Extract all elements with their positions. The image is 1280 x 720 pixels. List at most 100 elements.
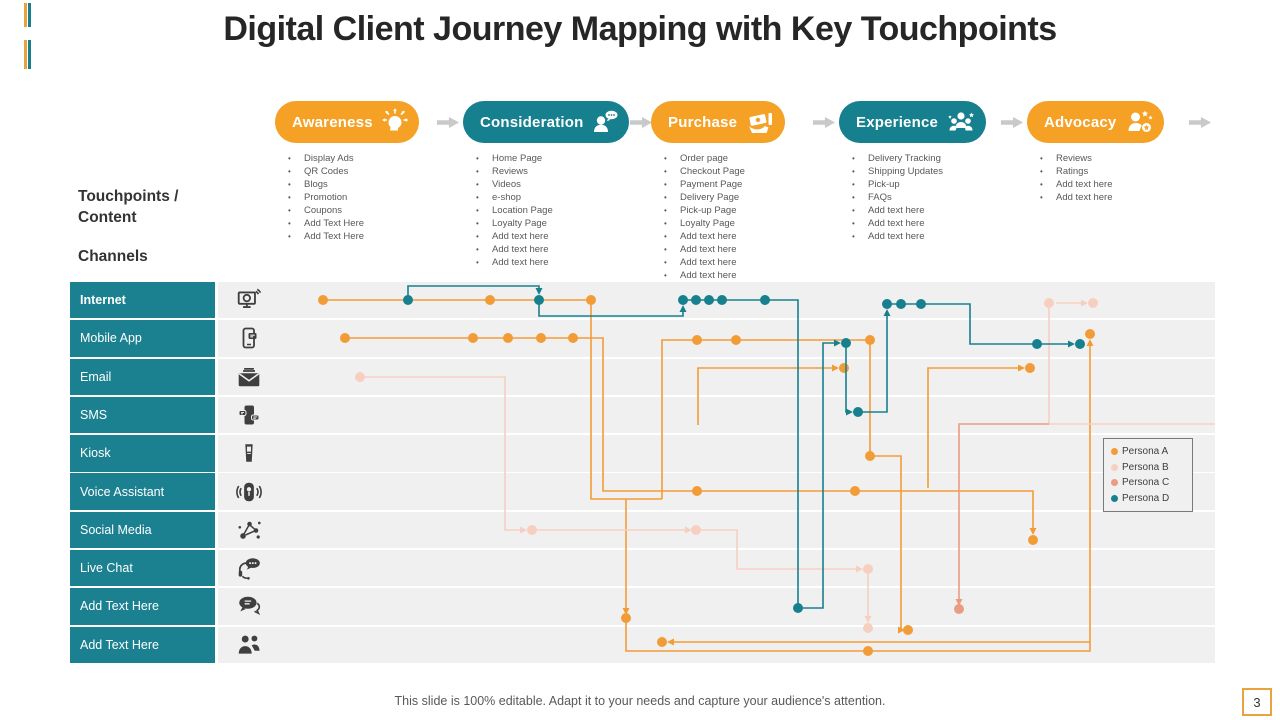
legend-item: Persona B [1111, 460, 1185, 476]
channel-gap [215, 626, 218, 663]
channels-label: Channels [78, 248, 148, 265]
touchpoint-item: •e-shop [476, 192, 522, 203]
journey-stage: Consideration •Home Page•Reviews•Videos•… [463, 101, 653, 282]
channel-band [218, 282, 1215, 319]
purchase-payment-icon [744, 107, 776, 137]
touchpoint-item: •Location Page [476, 205, 553, 216]
flow-arrow-icon [1000, 115, 1024, 130]
channel-band [218, 358, 1215, 395]
touchpoint-item: •Videos [476, 179, 521, 190]
channel-table: Internet Mobile App Email SMS Kiosk [70, 282, 1215, 663]
stage-pill-purchase: Purchase [651, 101, 786, 143]
stage-pill-label: Experience [856, 113, 939, 131]
stage-pill-label: Awareness [292, 113, 373, 131]
channel-band [218, 473, 1215, 510]
touchpoint-item: •Add text here [476, 231, 549, 242]
channel-gap [215, 358, 218, 395]
stage-pill-advocacy: Advocacy [1027, 101, 1165, 143]
touchpoint-item: •Payment Page [664, 179, 743, 190]
touchpoint-item: •Add text here [664, 244, 737, 255]
social-media-icon [218, 517, 280, 543]
touchpoint-item: •Delivery Tracking [852, 153, 941, 164]
touchpoint-item: •Loyalty Page [476, 218, 547, 229]
page-number: 3 [1242, 688, 1272, 716]
channel-gap [215, 282, 218, 319]
legend-item: Persona D [1111, 491, 1185, 507]
advocacy-star-person-icon [1123, 107, 1155, 137]
channel-row: Email [70, 358, 1215, 395]
legend-color-dot [1111, 494, 1118, 502]
touchpoint-item: •Add text here [852, 231, 925, 242]
stage-touchpoint-list: •Display Ads •QR Codes •Blogs •Promotion •Co… [275, 152, 463, 243]
footer-note: This slide is 100% editable. Adapt it to… [394, 694, 886, 708]
legend-label: Persona A [1122, 446, 1169, 457]
touchpoint-item: •Add text here [664, 270, 737, 281]
mobile-app-icon [218, 326, 280, 350]
touchpoint-item: •Add text here [1040, 192, 1113, 203]
channel-gap [215, 320, 218, 357]
stage-pill-label: Advocacy [1044, 113, 1117, 131]
channel-label: Add Text Here [70, 588, 215, 625]
internet-icon [218, 287, 280, 313]
touchpoint-item: •QR Codes [288, 166, 349, 177]
legend-item: Persona A [1111, 444, 1185, 460]
touchpoint-item: •Delivery Page [664, 192, 740, 203]
touchpoint-item: •Home Page [476, 153, 543, 164]
touchpoint-item: •Add Text Here [288, 231, 365, 242]
channel-row: Add Text Here [70, 626, 1215, 663]
legend-color-dot [1111, 479, 1118, 487]
channel-label: Kiosk [70, 435, 215, 472]
touchpoint-item: •Ratings [1040, 166, 1089, 177]
touchpoint-item: •Pick-up [852, 179, 900, 190]
channel-row: Mobile App [70, 320, 1215, 357]
stage-touchpoint-list: •Reviews•Ratings•Add text here•Add text … [1027, 152, 1215, 204]
channel-label: Social Media [70, 511, 215, 549]
channel-label: Email [70, 358, 215, 395]
awareness-head-icon [380, 107, 410, 137]
touchpoint-item: •Reviews [1040, 153, 1092, 164]
touchpoint-item: •Coupons [288, 205, 343, 216]
legend-label: Persona C [1122, 477, 1170, 488]
journey-stage: Awareness •Display Ads •QR Codes •Blogs •Pr… [275, 101, 463, 282]
channel-row: SMS [70, 396, 1215, 434]
touchpoint-item: •Loyalty Page [664, 218, 735, 229]
channel-row: Voice Assistant [70, 473, 1215, 510]
chat-bubbles-icon [218, 593, 280, 619]
channel-band [218, 511, 1215, 549]
stage-pill-awareness: Awareness [275, 101, 419, 143]
journey-stage: Experience •Delivery Tracking •Shipping U… [839, 101, 1027, 282]
channel-label: Internet [70, 282, 215, 319]
channel-band [218, 396, 1215, 434]
channel-label: Add Text Here [70, 626, 215, 663]
channel-label: SMS [70, 396, 215, 434]
touchpoint-item: •Order page [664, 153, 729, 164]
touchpoint-item: •Pick-up Page [664, 205, 737, 216]
stage-pill-label: Consideration [480, 113, 584, 131]
legend-color-dot [1111, 448, 1118, 456]
email-icon [218, 364, 280, 390]
stage-touchpoint-list: •Order page•Checkout Page•Payment Page•D… [651, 152, 839, 282]
stage-touchpoint-list: •Home Page•Reviews•Videos•e-shop•Locatio… [463, 152, 651, 269]
stage-pill-experience: Experience [839, 101, 987, 143]
channel-band [218, 549, 1215, 587]
touchpoint-item: •Add Text Here [288, 218, 365, 229]
touchpoint-item: •Promotion [288, 192, 348, 203]
channel-row: Add Text Here [70, 588, 1215, 625]
channel-gap [215, 435, 218, 472]
page-title: Digital Client Journey Mapping with Key … [223, 10, 1057, 48]
channel-row: Live Chat [70, 549, 1215, 587]
channel-label: Live Chat [70, 549, 215, 587]
touchpoint-item: •Add text here [476, 244, 549, 255]
stage-touchpoint-list: •Delivery Tracking •Shipping Updates •Pick… [839, 152, 1027, 243]
touchpoint-item: •Add text here [852, 218, 925, 229]
touchpoint-item: •Blogs [288, 179, 328, 190]
consideration-chat-icon [590, 107, 620, 137]
flow-arrow-icon [812, 115, 836, 130]
kiosk-icon [218, 440, 280, 466]
channel-gap [215, 473, 218, 510]
touchpoint-item: •Display Ads [288, 153, 354, 164]
touchpoint-item: •Shipping Updates [852, 166, 943, 177]
channel-label: Mobile App [70, 320, 215, 357]
touchpoints-content-label: Touchpoints / Content [78, 188, 179, 226]
